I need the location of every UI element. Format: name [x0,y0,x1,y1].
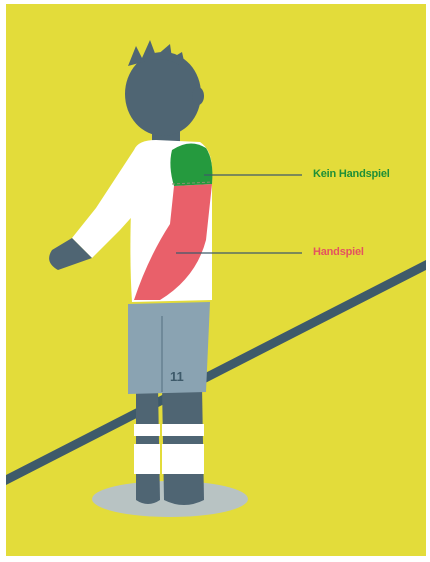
ear [192,87,204,105]
left-sock-band [134,424,160,436]
left-sock-band-2 [134,444,160,474]
shorts [128,302,210,394]
jersey-number: 11 [170,369,184,384]
no-handball-label: Kein Handspiel [313,168,390,180]
handball-label: Handspiel [313,246,364,258]
head [125,52,201,136]
shoulder-green-zone [170,143,212,186]
background-panel [6,4,426,556]
right-sock-band [162,424,204,436]
right-sock-band-2 [162,444,204,474]
